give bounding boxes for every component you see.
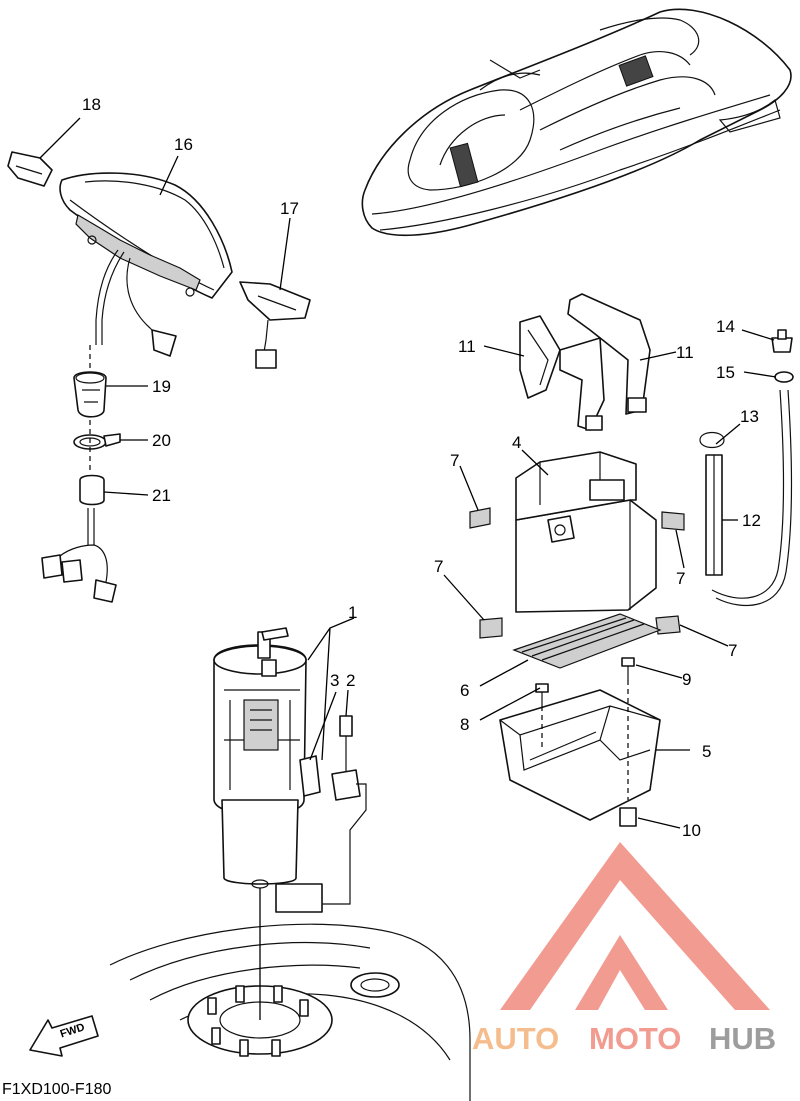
watermark-auto: AUTO	[472, 1021, 559, 1056]
callout-7c: 7	[434, 557, 443, 576]
fuel-pump-1	[213, 627, 307, 889]
callout-21: 21	[152, 486, 171, 505]
callout-labels: 1 2 3 4 5 6 7 7 7 7 8 9 10 11 11 12 13 1…	[82, 95, 761, 840]
filter-3	[299, 755, 321, 797]
battery-mat-6	[512, 613, 662, 669]
callout-5: 5	[702, 742, 711, 761]
callout-12: 12	[742, 511, 761, 530]
bracket-18	[7, 151, 53, 187]
callout-16: 16	[174, 135, 193, 154]
callout-6: 6	[460, 681, 469, 700]
clamp-20	[73, 433, 121, 450]
battery-box-5	[499, 689, 661, 821]
callout-9: 9	[682, 670, 691, 689]
grommet-19	[73, 371, 107, 418]
callout-11: 11	[458, 337, 476, 356]
bolts-8-9-10	[535, 657, 637, 827]
watermark-hub: HUB	[709, 1021, 776, 1056]
callout-7: 7	[450, 451, 459, 470]
fuel-tank	[109, 888, 471, 1101]
diagram-code: F1XD100-F180	[2, 1081, 111, 1098]
callout-10: 10	[682, 821, 701, 840]
battery-4	[515, 451, 657, 613]
callout-2: 2	[346, 671, 355, 690]
callout-18: 18	[82, 95, 101, 114]
callout-3: 3	[330, 671, 339, 690]
callout-4: 4	[512, 433, 521, 452]
leader-lines	[39, 117, 777, 829]
watermark-moto: MOTO	[589, 1021, 681, 1056]
callout-7d: 7	[728, 641, 737, 660]
callout-17: 17	[280, 199, 299, 218]
battery-pads-7	[469, 507, 685, 639]
wire-harness	[41, 345, 117, 603]
callout-20: 20	[152, 431, 171, 450]
sleeve-21	[79, 474, 105, 506]
automotohub-watermark: AUTO MOTO HUB	[472, 842, 776, 1056]
callout-1: 1	[348, 603, 357, 622]
part-17	[239, 281, 311, 369]
callout-11b: 11	[676, 343, 694, 362]
callout-13: 13	[740, 407, 759, 426]
callout-8: 8	[460, 715, 469, 734]
fwd-arrow-icon: FWD	[29, 1015, 99, 1057]
vent-hose-12-13-14-15	[699, 329, 794, 607]
callout-19: 19	[152, 377, 171, 396]
battery-straps-11	[519, 293, 651, 431]
callout-14: 14	[716, 317, 735, 336]
meter-assembly	[59, 172, 233, 357]
watercraft-illustration	[361, 8, 792, 237]
callout-15: 15	[716, 363, 735, 382]
fuel-sender-2	[275, 715, 367, 913]
watermark-logo-icon	[500, 842, 770, 1010]
callout-7b: 7	[676, 569, 685, 588]
